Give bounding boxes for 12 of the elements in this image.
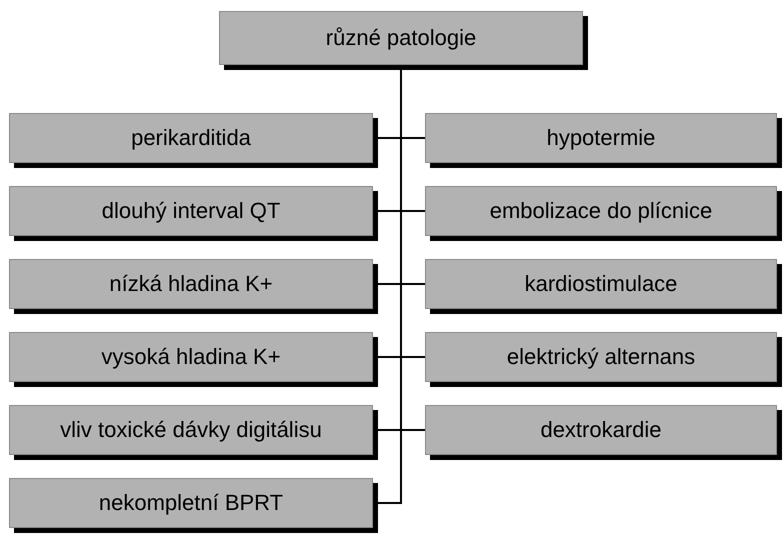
category-label: kardiostimulace (524, 271, 678, 297)
category-label: nekompletní BPRT (98, 490, 284, 516)
category-label: vliv toxické dávky digitálisu (60, 417, 322, 443)
category-label: dextrokardie (540, 417, 662, 443)
category-label: perikarditida (131, 125, 251, 151)
category-label: nízká hladina K+ (109, 271, 273, 297)
category-label: dlouhý interval QT (102, 198, 280, 224)
category-label: vysoká hladina K+ (101, 344, 281, 370)
category-label: různé patologie (326, 25, 476, 51)
category-label: hypotermie (546, 125, 656, 151)
category-label: embolizace do plícnice (490, 198, 712, 224)
category-label: elektrický alternans (506, 344, 696, 370)
